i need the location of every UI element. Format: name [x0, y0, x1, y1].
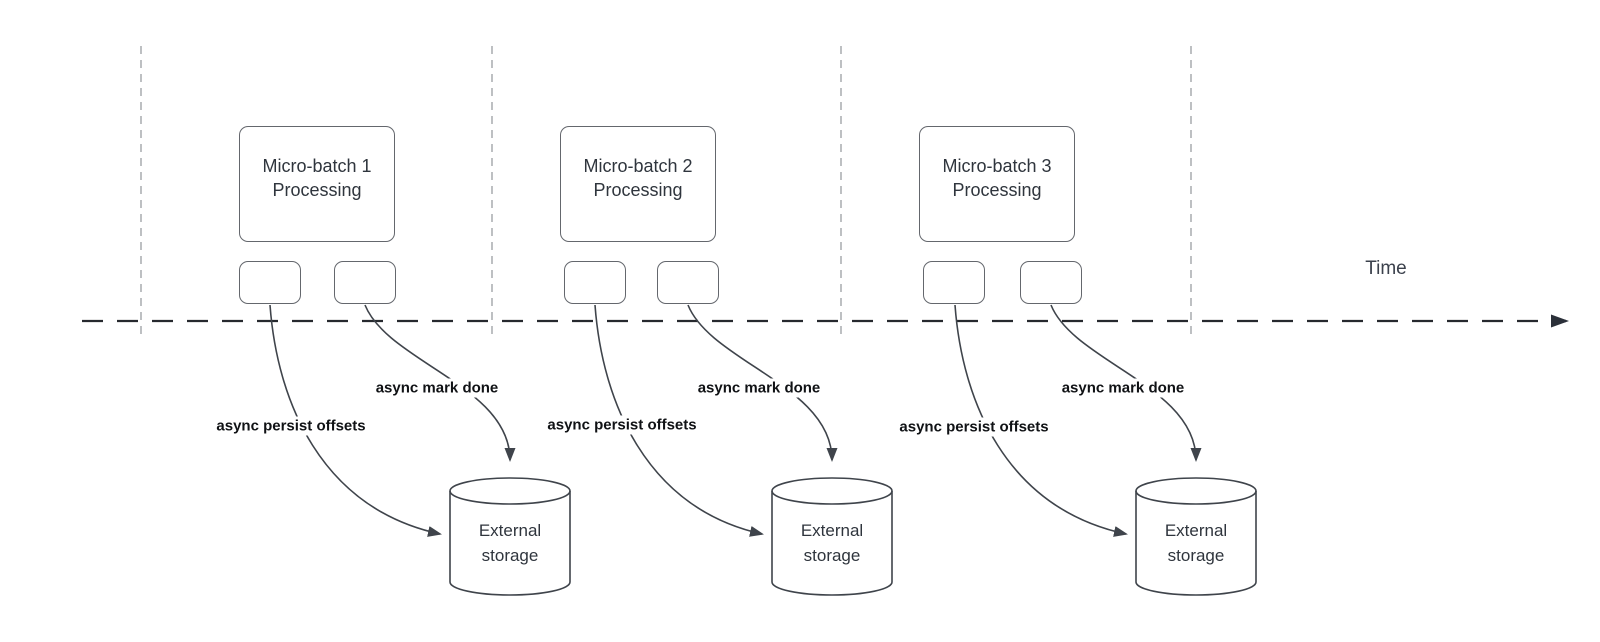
batch-3-persist-offsets-arrow	[954, 304, 1128, 537]
batch-3-offset-task-box	[923, 261, 985, 304]
batch-1-persist-offsets-label: async persist offsets	[212, 416, 370, 436]
batch-2-processing-box: Micro-batch 2 Processing	[560, 126, 716, 242]
batch-2-persist-offsets-label: async persist offsets	[543, 415, 701, 435]
batch-3-done-task-box	[1020, 261, 1082, 304]
batch-1-subtitle: Processing	[272, 180, 362, 200]
batch-2-storage-label: External storage	[772, 478, 892, 595]
batch-3-storage-line2: storage	[1167, 545, 1225, 565]
batch-3-mark-done-label: async mark done	[1057, 378, 1189, 398]
batch-2-subtitle: Processing	[593, 180, 683, 200]
batch-3-title: Micro-batch 3	[942, 156, 1052, 176]
batch-1-mark-done-arrow	[364, 304, 516, 462]
batch-1-storage-cylinder	[449, 477, 571, 596]
batch-2-persist-offsets-arrow	[594, 304, 764, 537]
batch-3-storage-label: External storage	[1136, 478, 1256, 595]
batch-1-mark-done-label: async mark done	[371, 378, 503, 398]
batch-3-storage-line1: External	[1164, 520, 1228, 540]
batch-2-offset-task-box	[564, 261, 626, 304]
batch-1-title: Micro-batch 1	[262, 156, 372, 176]
batch-1-storage-line2: storage	[481, 545, 539, 565]
batch-3-subtitle: Processing	[952, 180, 1042, 200]
batch-2-storage-line1: External	[800, 520, 864, 540]
batch-2-storage-cylinder	[771, 477, 893, 596]
batch-1-offset-task-box	[239, 261, 301, 304]
batch-1-storage-label: External storage	[450, 478, 570, 595]
batch-1-storage-line1: External	[478, 520, 542, 540]
batch-3-persist-offsets-label: async persist offsets	[895, 417, 1053, 437]
batch-1-done-task-box	[334, 261, 396, 304]
batch-3-storage-cylinder	[1135, 477, 1257, 596]
batch-2-title: Micro-batch 2	[583, 156, 693, 176]
batch-3-processing-box: Micro-batch 3 Processing	[919, 126, 1075, 242]
batch-2-mark-done-label: async mark done	[693, 378, 825, 398]
batch-1-processing-box: Micro-batch 1 Processing	[239, 126, 395, 242]
batch-2-done-task-box	[657, 261, 719, 304]
batch-2-mark-done-arrow	[687, 304, 838, 462]
batch-1-persist-offsets-arrow	[269, 304, 442, 537]
batch-3-mark-done-arrow	[1050, 304, 1202, 462]
time-axis-label: Time	[1365, 258, 1407, 279]
batch-2-storage-line2: storage	[803, 545, 861, 565]
